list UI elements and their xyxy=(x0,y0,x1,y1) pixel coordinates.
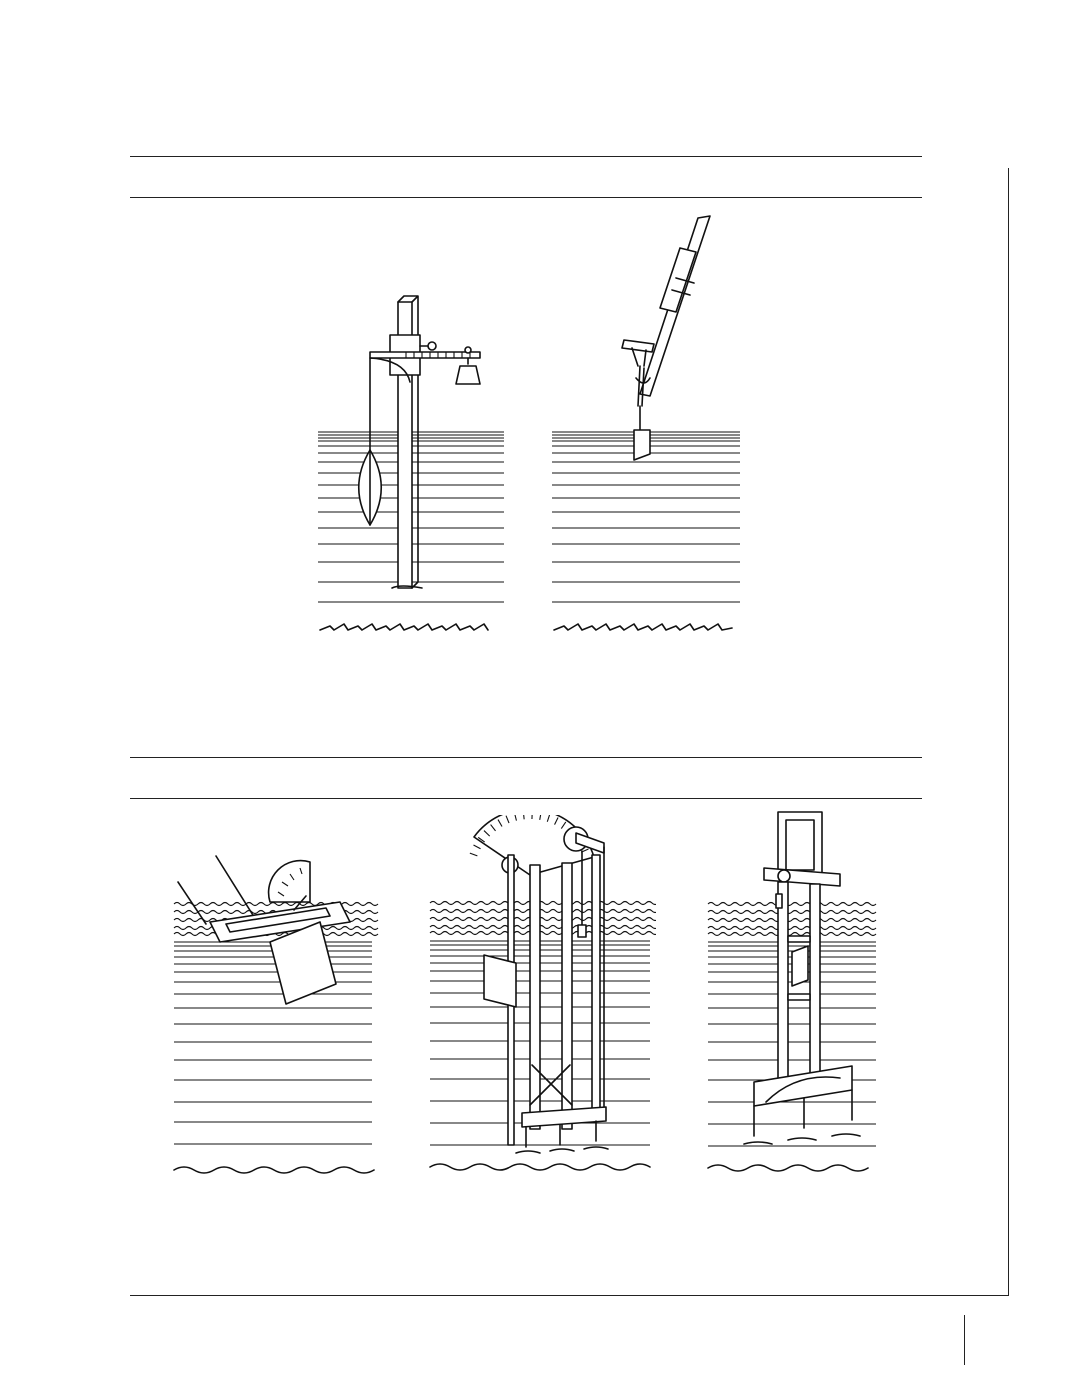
frame-tower-gauge-illustration xyxy=(704,806,884,1181)
top-section-rule-upper xyxy=(130,156,922,157)
pole-current-meter-illustration xyxy=(310,290,510,650)
protractor-tick xyxy=(554,817,559,825)
top-section-rule-lower xyxy=(130,197,922,198)
page-number-rule xyxy=(964,1315,965,1365)
protractor-tower-illustration xyxy=(426,815,656,1180)
water-wave xyxy=(707,931,877,937)
ground-zigzag xyxy=(429,1163,651,1171)
ground-zigzag xyxy=(553,623,733,631)
water-lines xyxy=(174,941,372,1145)
water-wave xyxy=(429,908,656,914)
ground-zigzag xyxy=(319,623,489,631)
ground-zigzag xyxy=(707,1164,869,1172)
bottom-section-rule-upper xyxy=(130,757,922,758)
protractor-tick xyxy=(539,815,542,820)
protractor-tick xyxy=(469,852,478,857)
water-wave xyxy=(173,901,379,907)
protractor-tick xyxy=(560,821,567,829)
protractor-tick xyxy=(477,836,486,843)
water-lines xyxy=(552,431,740,603)
water-wave xyxy=(707,901,877,907)
water-wave xyxy=(429,916,656,922)
water-wave xyxy=(429,900,656,906)
protractor-tick xyxy=(546,815,551,822)
page-edge-rule xyxy=(1008,168,1009,1296)
protractor-tick xyxy=(523,815,525,820)
protractor-tick xyxy=(514,815,517,821)
water-wave xyxy=(707,909,877,915)
floating-frame-vane-illustration xyxy=(170,830,380,1180)
bottom-section-rule-lower xyxy=(130,798,922,799)
protractor-tick xyxy=(473,844,481,850)
water-wave xyxy=(707,925,877,931)
protractor-tick xyxy=(490,824,496,832)
water-wave xyxy=(707,917,877,923)
water-wave xyxy=(429,930,656,936)
protractor-tick xyxy=(505,815,510,824)
protractor-tick xyxy=(497,819,503,827)
water-wave xyxy=(429,924,656,930)
ground-zigzag xyxy=(173,1166,375,1174)
page-bottom-rule xyxy=(130,1295,1008,1296)
protractor-tick xyxy=(483,830,491,837)
inclined-rod-gauge-illustration xyxy=(548,208,748,648)
